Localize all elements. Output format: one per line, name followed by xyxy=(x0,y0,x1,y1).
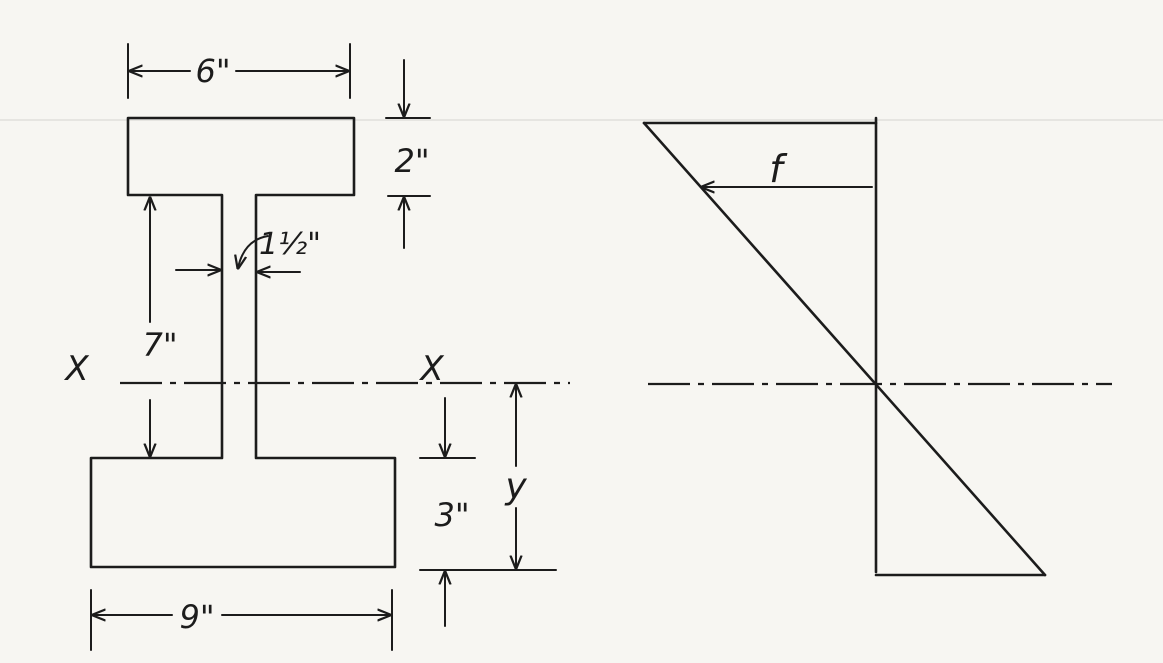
web-thickness-label: 1½" xyxy=(259,227,321,262)
stress-distribution-line xyxy=(642,121,1047,577)
section-outline xyxy=(89,116,397,569)
axis-label-left: X xyxy=(63,349,89,389)
top-flange-width-label: 6" xyxy=(195,52,230,90)
top-flange-thickness-label: 2" xyxy=(394,142,429,180)
bottom-flange-thickness-label: 3" xyxy=(434,496,469,534)
stress-f-label: f xyxy=(769,147,788,191)
axis-label-right: X xyxy=(418,349,444,389)
bottom-flange-width-label: 9" xyxy=(179,598,214,636)
web-thick-leader xyxy=(238,235,269,268)
centroid-distance-label: y xyxy=(504,466,527,507)
web-height-label: 7" xyxy=(142,326,177,364)
